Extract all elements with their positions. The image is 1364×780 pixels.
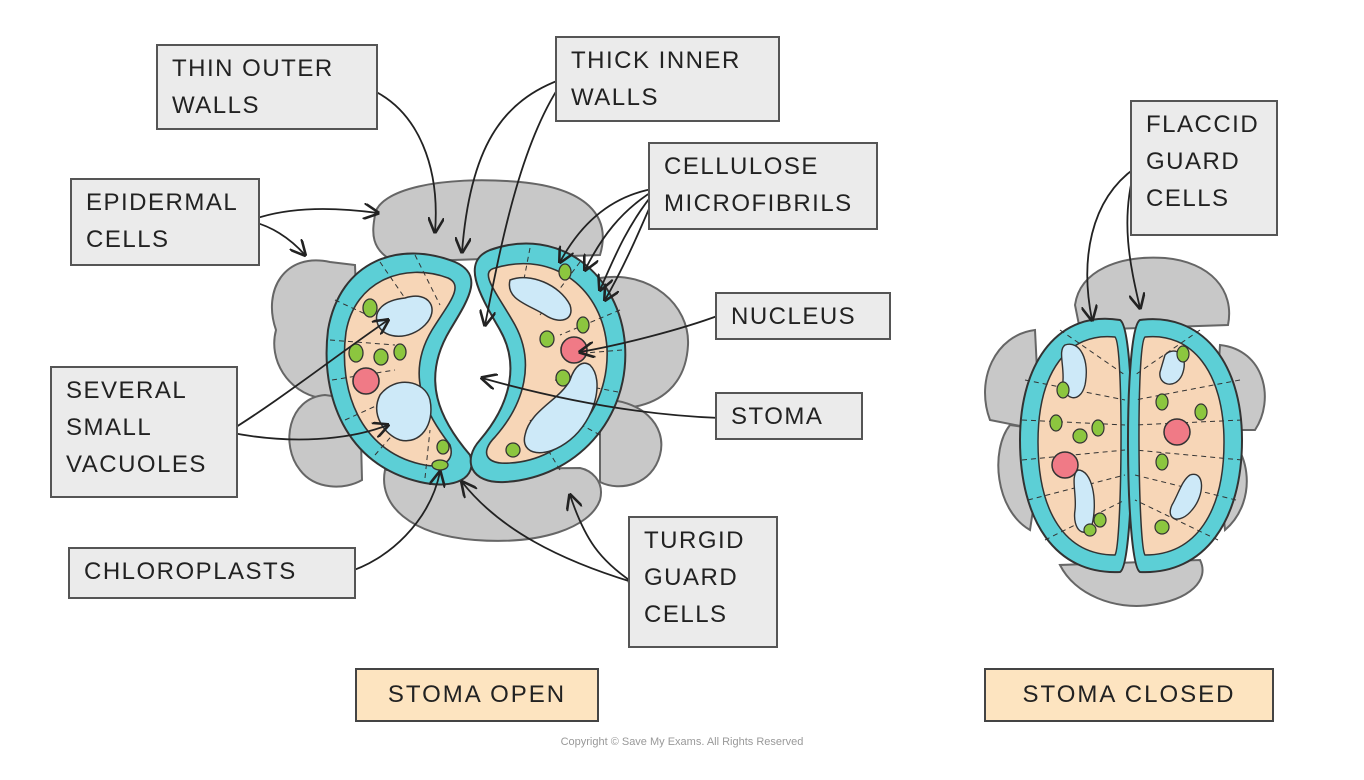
title-stoma-open: STOMA OPEN [355, 668, 599, 722]
label-flaccid-guard-cells: FLACCID GUARD CELLS [1130, 100, 1278, 236]
label-epidermal-cells: EPIDERMAL CELLS [70, 178, 260, 266]
copyright-notice: Copyright © Save My Exams. All Rights Re… [560, 736, 804, 748]
label-thick-inner-walls: THICK INNER WALLS [555, 36, 780, 122]
closed-stoma [984, 256, 1266, 607]
label-cellulose-microfibrils: CELLULOSE MICROFIBRILS [648, 142, 878, 230]
label-stoma: STOMA [715, 392, 863, 440]
open-right-guard-cell [469, 242, 627, 484]
label-turgid-guard-cells: TURGID GUARD CELLS [628, 516, 778, 648]
open-left-guard-cell [325, 252, 473, 486]
title-stoma-closed: STOMA CLOSED [984, 668, 1274, 722]
label-several-small-vacuoles: SEVERAL SMALL VACUOLES [50, 366, 238, 498]
label-thin-outer-walls: THIN OUTER WALLS [156, 44, 378, 130]
label-nucleus: NUCLEUS [715, 292, 891, 340]
label-chloroplasts: CHLOROPLASTS [68, 547, 356, 599]
